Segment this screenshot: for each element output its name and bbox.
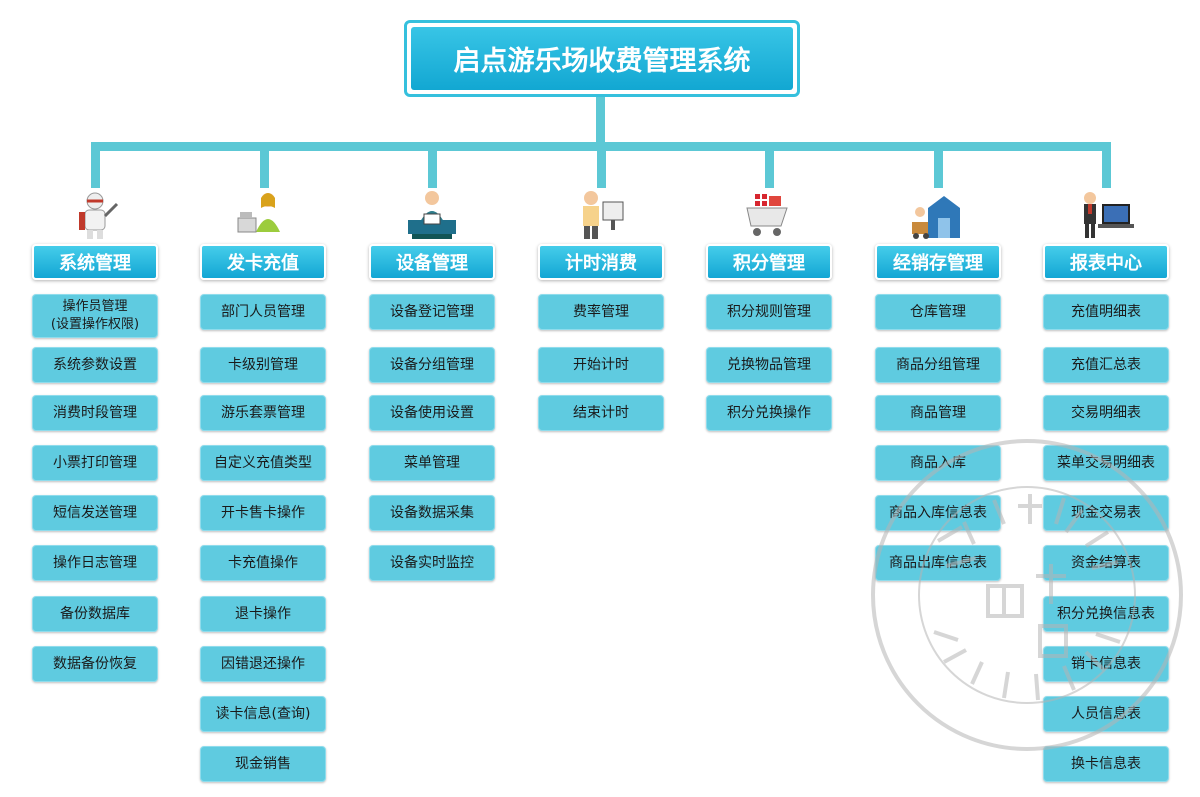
menu-item[interactable]: 消费时段管理: [32, 395, 158, 431]
column-header[interactable]: 设备管理: [369, 244, 495, 280]
operator-desk-icon: [402, 188, 462, 240]
menu-item[interactable]: 兑换物品管理: [706, 347, 832, 383]
menu-item[interactable]: 设备分组管理: [369, 347, 495, 383]
column-header[interactable]: 计时消费: [538, 244, 664, 280]
menu-item[interactable]: 部门人员管理: [200, 294, 326, 330]
menu-item[interactable]: 资金结算表: [1043, 545, 1169, 581]
menu-item[interactable]: 自定义充值类型: [200, 445, 326, 481]
gift-cart-icon: [739, 188, 799, 240]
column-header[interactable]: 发卡充值: [200, 244, 326, 280]
menu-item[interactable]: 商品出库信息表: [875, 545, 1001, 581]
menu-item[interactable]: 商品管理: [875, 395, 1001, 431]
menu-item[interactable]: 小票打印管理: [32, 445, 158, 481]
connector-drop: [428, 142, 437, 188]
person-screen-icon: [571, 188, 631, 240]
column-header[interactable]: 报表中心: [1043, 244, 1169, 280]
menu-item[interactable]: 退卡操作: [200, 596, 326, 632]
menu-item[interactable]: 换卡信息表: [1043, 746, 1169, 782]
cashier-woman-icon: [234, 188, 294, 240]
menu-item[interactable]: 仓库管理: [875, 294, 1001, 330]
menu-item[interactable]: 备份数据库: [32, 596, 158, 632]
connector-drop: [765, 142, 774, 188]
menu-item[interactable]: 商品入库: [875, 445, 1001, 481]
column-header[interactable]: 经销存管理: [875, 244, 1001, 280]
menu-item[interactable]: 结束计时: [538, 395, 664, 431]
menu-item[interactable]: 操作员管理 (设置操作权限): [32, 294, 158, 338]
connector-drop: [597, 142, 606, 188]
column-header[interactable]: 积分管理: [706, 244, 832, 280]
menu-item[interactable]: 商品入库信息表: [875, 495, 1001, 531]
menu-item-label: (设置操作权限): [50, 317, 140, 332]
system-title: 启点游乐场收费管理系统: [411, 27, 793, 90]
connector-drop: [934, 142, 943, 188]
menu-item[interactable]: 菜单管理: [369, 445, 495, 481]
menu-item[interactable]: 人员信息表: [1043, 696, 1169, 732]
menu-item[interactable]: 系统参数设置: [32, 347, 158, 383]
menu-item[interactable]: 商品分组管理: [875, 347, 1001, 383]
connector-drop: [91, 142, 100, 188]
menu-item[interactable]: 卡充值操作: [200, 545, 326, 581]
menu-item[interactable]: 短信发送管理: [32, 495, 158, 531]
menu-item[interactable]: 销卡信息表: [1043, 646, 1169, 682]
menu-item[interactable]: 设备数据采集: [369, 495, 495, 531]
menu-item[interactable]: 开卡售卡操作: [200, 495, 326, 531]
menu-item[interactable]: 读卡信息(查询): [200, 696, 326, 732]
connector-drop: [1102, 142, 1111, 188]
menu-item[interactable]: 现金交易表: [1043, 495, 1169, 531]
menu-item[interactable]: 充值明细表: [1043, 294, 1169, 330]
menu-item[interactable]: 设备使用设置: [369, 395, 495, 431]
column-header[interactable]: 系统管理: [32, 244, 158, 280]
laptop-person-icon: [1076, 188, 1136, 240]
menu-item[interactable]: 现金销售: [200, 746, 326, 782]
worker-wrench-icon: [65, 188, 125, 240]
warehouse-icon: [908, 188, 968, 240]
menu-item[interactable]: 卡级别管理: [200, 347, 326, 383]
menu-item[interactable]: 因错退还操作: [200, 646, 326, 682]
menu-item[interactable]: 设备实时监控: [369, 545, 495, 581]
menu-item[interactable]: 积分兑换操作: [706, 395, 832, 431]
menu-item-label: 操作员管理: [62, 299, 128, 314]
menu-item[interactable]: 费率管理: [538, 294, 664, 330]
connector-trunk: [596, 97, 605, 148]
menu-item[interactable]: 充值汇总表: [1043, 347, 1169, 383]
menu-item[interactable]: 菜单交易明细表: [1043, 445, 1169, 481]
menu-item[interactable]: 操作日志管理: [32, 545, 158, 581]
menu-item[interactable]: 积分兑换信息表: [1043, 596, 1169, 632]
connector-drop: [260, 142, 269, 188]
system-title-box: 启点游乐场收费管理系统: [404, 20, 800, 97]
menu-item[interactable]: 交易明细表: [1043, 395, 1169, 431]
menu-item[interactable]: 积分规则管理: [706, 294, 832, 330]
menu-item[interactable]: 开始计时: [538, 347, 664, 383]
menu-item[interactable]: 设备登记管理: [369, 294, 495, 330]
menu-item[interactable]: 数据备份恢复: [32, 646, 158, 682]
menu-item[interactable]: 游乐套票管理: [200, 395, 326, 431]
